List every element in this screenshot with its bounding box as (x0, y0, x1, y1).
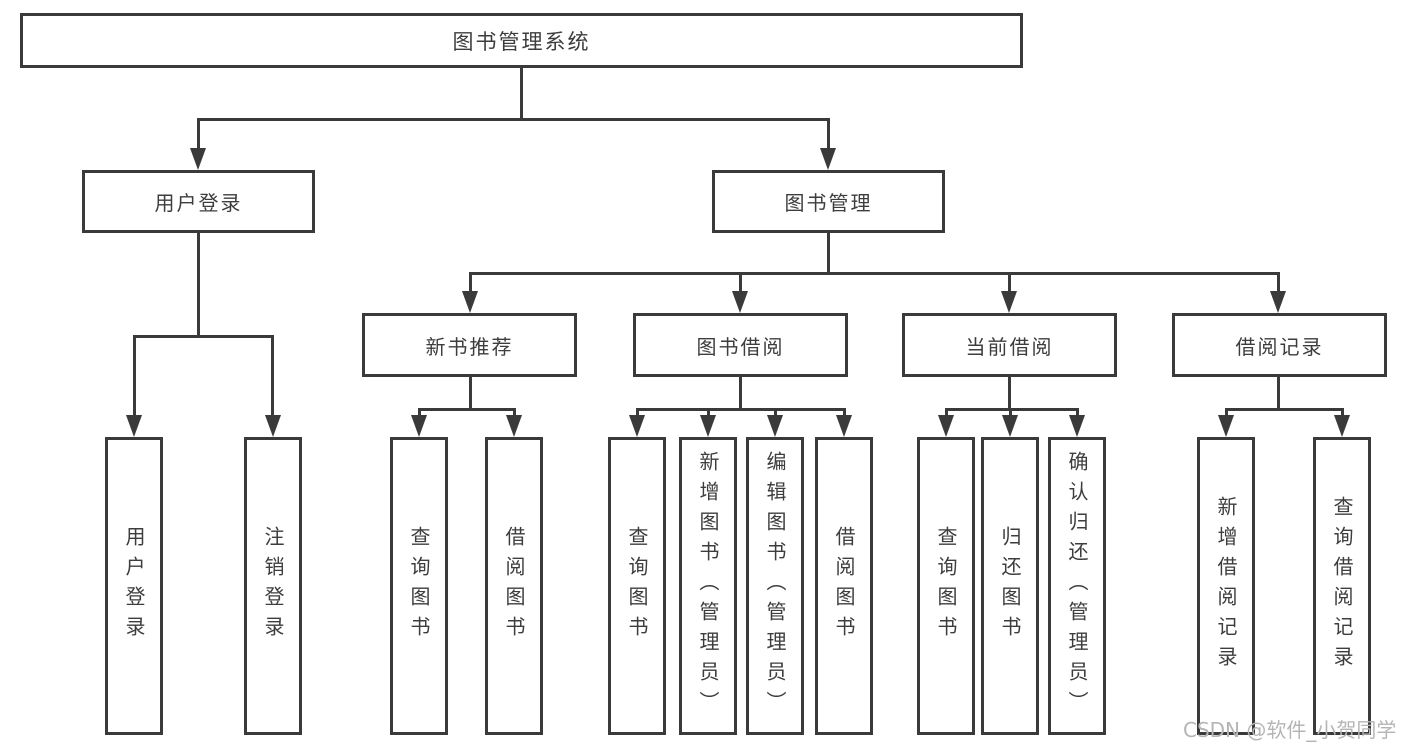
connector-line (469, 272, 1280, 275)
node-label: 借阅记录 (1235, 334, 1324, 359)
arrow-down-icon (700, 415, 716, 437)
connector-line (774, 408, 777, 418)
arrow-down-icon (1001, 291, 1017, 313)
node-label: 查询借阅记录 (1330, 496, 1354, 676)
arrow-down-icon (767, 415, 783, 437)
node-current-borrowing: 当前借阅 (902, 313, 1117, 377)
arrow-down-icon (126, 415, 142, 437)
node-label: 注销登录 (261, 526, 285, 646)
node-user-login: 用户登录 (82, 170, 315, 233)
node-label: 新增借阅记录 (1214, 496, 1238, 676)
leaf-query-books-current: 查询图书 (917, 437, 975, 735)
arrow-down-icon (506, 415, 522, 437)
connector-line (1076, 408, 1079, 418)
connector-line (1341, 408, 1344, 418)
node-label: 确认归还（管理员） (1065, 451, 1089, 721)
connector-line (827, 118, 830, 150)
leaf-edit-book-admin: 编辑图书（管理员） (746, 437, 804, 735)
connector-line (418, 408, 421, 418)
node-label: 查询图书 (407, 526, 431, 646)
leaf-add-book-admin: 新增图书（管理员） (679, 437, 737, 735)
node-label: 借阅图书 (502, 526, 526, 646)
leaf-confirm-return-admin: 确认归还（管理员） (1048, 437, 1106, 735)
connector-line (1277, 272, 1280, 293)
leaf-query-books-borrow: 查询图书 (608, 437, 666, 735)
leaf-return-books: 归还图书 (981, 437, 1039, 735)
connector-line (636, 408, 845, 411)
connector-line (739, 377, 742, 410)
arrow-down-icon (190, 148, 206, 170)
connector-line (520, 68, 523, 118)
node-label: 当前借阅 (965, 334, 1054, 359)
arrow-down-icon (836, 415, 852, 437)
connector-line (739, 272, 742, 293)
connector-line (1277, 377, 1280, 410)
connector-line (843, 408, 846, 418)
leaf-borrow-books: 借阅图书 (815, 437, 873, 735)
connector-line (1009, 408, 1012, 418)
connector-line (1225, 408, 1228, 418)
node-new-book-recommendation: 新书推荐 (362, 313, 577, 377)
connector-line (197, 118, 200, 150)
node-label: 图书借阅 (696, 334, 785, 359)
node-book-borrowing: 图书借阅 (633, 313, 848, 377)
connector-line (197, 118, 830, 121)
arrow-down-icon (1270, 291, 1286, 313)
connector-line (1008, 377, 1011, 410)
connector-line (271, 335, 274, 417)
connector-line (469, 377, 472, 410)
node-label: 用户登录 (122, 526, 146, 646)
connector-line (707, 408, 710, 418)
leaf-borrow-books-recommend: 借阅图书 (485, 437, 543, 735)
arrow-down-icon (1218, 415, 1234, 437)
node-book-management: 图书管理 (712, 170, 945, 233)
connector-line (827, 233, 830, 274)
node-label: 用户登录 (154, 191, 243, 215)
arrow-down-icon (411, 415, 427, 437)
connector-line (1225, 408, 1343, 411)
arrow-down-icon (820, 148, 836, 170)
connector-line (133, 335, 274, 338)
arrow-down-icon (265, 415, 281, 437)
node-label: 借阅图书 (832, 526, 856, 646)
leaf-add-borrow-record: 新增借阅记录 (1197, 437, 1255, 735)
connector-line (133, 335, 136, 417)
arrow-down-icon (938, 415, 954, 437)
connector-line (469, 272, 472, 293)
csdn-watermark: CSDN @软件_小贺同学 (1183, 718, 1397, 742)
node-label: 查询图书 (625, 526, 649, 646)
arrow-down-icon (462, 291, 478, 313)
arrow-down-icon (1069, 415, 1085, 437)
node-label: 图书管理系统 (452, 29, 591, 54)
node-label: 编辑图书（管理员） (763, 451, 787, 721)
connector-line (418, 408, 515, 411)
node-library-management-system: 图书管理系统 (20, 13, 1023, 68)
arrow-down-icon (1334, 415, 1350, 437)
connector-line (197, 233, 200, 335)
node-borrowing-records: 借阅记录 (1172, 313, 1387, 377)
leaf-user-login: 用户登录 (105, 437, 163, 735)
node-label: 新增图书（管理员） (696, 451, 720, 721)
leaf-query-borrow-record: 查询借阅记录 (1313, 437, 1371, 735)
arrow-down-icon (629, 415, 645, 437)
connector-line (636, 408, 639, 418)
connector-line (945, 408, 948, 418)
node-label: 新书推荐 (425, 334, 514, 359)
connector-line (513, 408, 516, 418)
leaf-query-books-recommend: 查询图书 (390, 437, 448, 735)
node-label: 查询图书 (934, 526, 958, 646)
connector-line (1008, 272, 1011, 293)
leaf-logout: 注销登录 (244, 437, 302, 735)
node-label: 图书管理 (784, 191, 873, 215)
node-label: 归还图书 (998, 526, 1022, 646)
arrow-down-icon (1002, 415, 1018, 437)
arrow-down-icon (732, 291, 748, 313)
